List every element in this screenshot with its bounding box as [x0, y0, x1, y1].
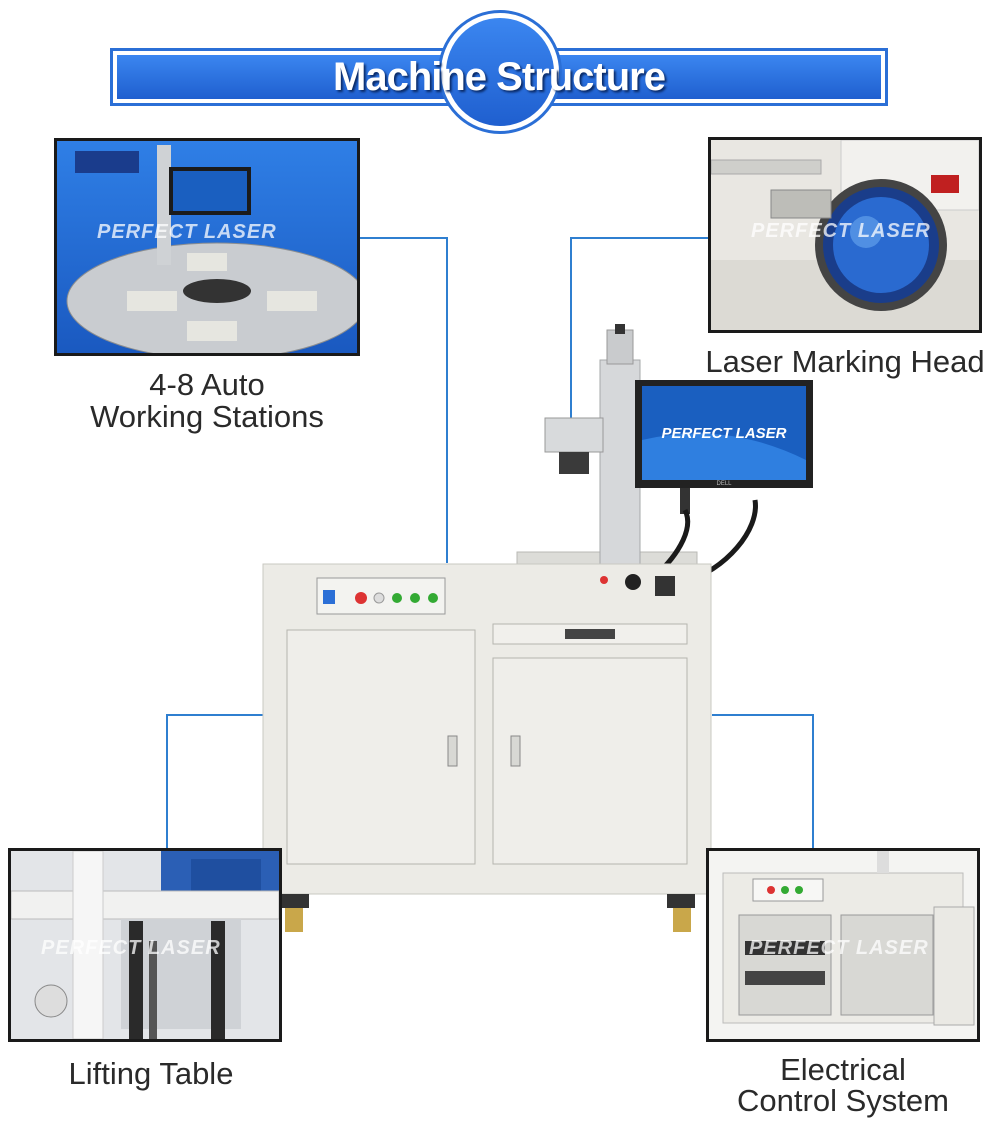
leader-line-head-v [570, 237, 572, 427]
caption-lifting: Lifting Table [68, 1056, 234, 1091]
monitor-text: PERFECT LASER [661, 425, 786, 442]
watermark-text: PERFECT LASER [749, 937, 929, 959]
working-stations-photo: PERFECT LASER [54, 138, 360, 356]
watermark-text: PERFECT LASER [751, 220, 931, 242]
monitor-brand: DELL [716, 481, 732, 487]
caption-head: Laser Marking Head [705, 344, 985, 379]
caption-electrical-line1: Electrical [780, 1052, 906, 1087]
electrical-system-photo: PERFECT LASER [706, 848, 980, 1042]
lifting-table-photo: PERFECT LASER [8, 848, 282, 1042]
watermark-text: PERFECT LASER [97, 221, 277, 243]
laser-marking-machine-image: PERFECT LASER DELL [262, 324, 813, 932]
laser-head-photo: PERFECT LASER [708, 137, 982, 333]
caption-electrical-line2: Control System [737, 1083, 949, 1118]
caption-stations-line2: Working Stations [90, 399, 324, 434]
page-title: Machine Structure [333, 55, 666, 99]
leader-line-stations-v [446, 237, 448, 563]
leader-line-lifting-v [166, 714, 168, 848]
caption-stations-line1: 4-8 Auto [149, 367, 265, 402]
leader-line-electrical-h [712, 714, 814, 716]
leader-line-lifting-h [166, 714, 330, 716]
leader-line-head-h [570, 237, 708, 239]
watermark-text: PERFECT LASER [41, 937, 221, 959]
leader-line-electrical-v [812, 714, 814, 848]
banner-circle-fill [446, 18, 554, 126]
leader-line-stations-h [360, 237, 448, 239]
